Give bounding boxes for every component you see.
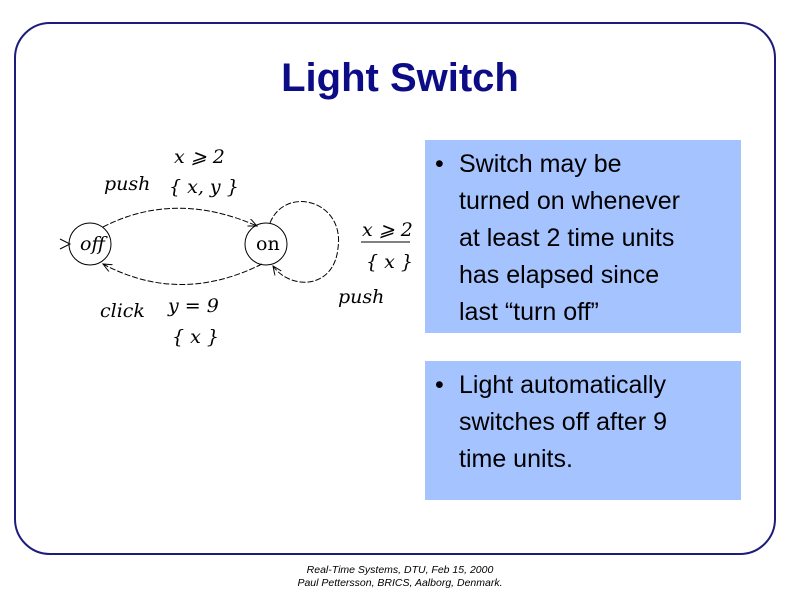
bullet-box-1: • Switch may be turned on whenever at le…: [425, 140, 741, 333]
state-on: [244, 222, 288, 266]
bullet-line: time units.: [459, 445, 573, 473]
label-guard-top: x ⩾ 2: [174, 146, 225, 168]
bullet-line: at least 2 time units: [459, 224, 675, 252]
state-off: [68, 222, 112, 266]
label-guard-loop: x ⩾ 2: [362, 219, 413, 241]
bullet-line: Switch may be: [459, 150, 622, 178]
footer: Real-Time Systems, DTU, Feb 15, 2000 Pau…: [0, 564, 800, 590]
edge-click: [103, 264, 263, 285]
slide-frame: [14, 22, 776, 555]
label-reset-top: { x, y }: [169, 176, 239, 198]
bullet-line: Light automatically: [459, 371, 667, 399]
bullet-marker: •: [435, 371, 444, 399]
footer-line-1: Real-Time Systems, DTU, Feb 15, 2000: [306, 564, 494, 576]
bullet-line: last “turn off”: [459, 298, 599, 326]
bullet-marker: •: [435, 150, 444, 178]
edge-push-loop: [269, 201, 339, 283]
label-push-loop: push: [338, 286, 384, 308]
footer-line-2: Paul Pettersson, BRICS, Aalborg, Denmark…: [297, 577, 503, 589]
state-on-label: on: [256, 233, 280, 255]
bullet-line: switches off after 9: [459, 408, 667, 436]
slide-title: Light Switch: [281, 56, 519, 100]
label-guard-click: y = 9: [167, 295, 219, 317]
edge-push-top: [102, 207, 257, 228]
initial-arrow: [59, 238, 72, 250]
label-click: click: [100, 300, 145, 322]
bullet-box-2: • Light automatically switches off after…: [425, 361, 741, 500]
state-off-label: off: [80, 233, 108, 255]
bullet-line: turned on whenever: [459, 187, 680, 215]
label-push-top: push: [104, 173, 150, 195]
label-reset-click: { x }: [172, 326, 219, 348]
label-reset-loop: { x }: [366, 251, 413, 273]
bullet-line: has elapsed since: [459, 261, 660, 289]
